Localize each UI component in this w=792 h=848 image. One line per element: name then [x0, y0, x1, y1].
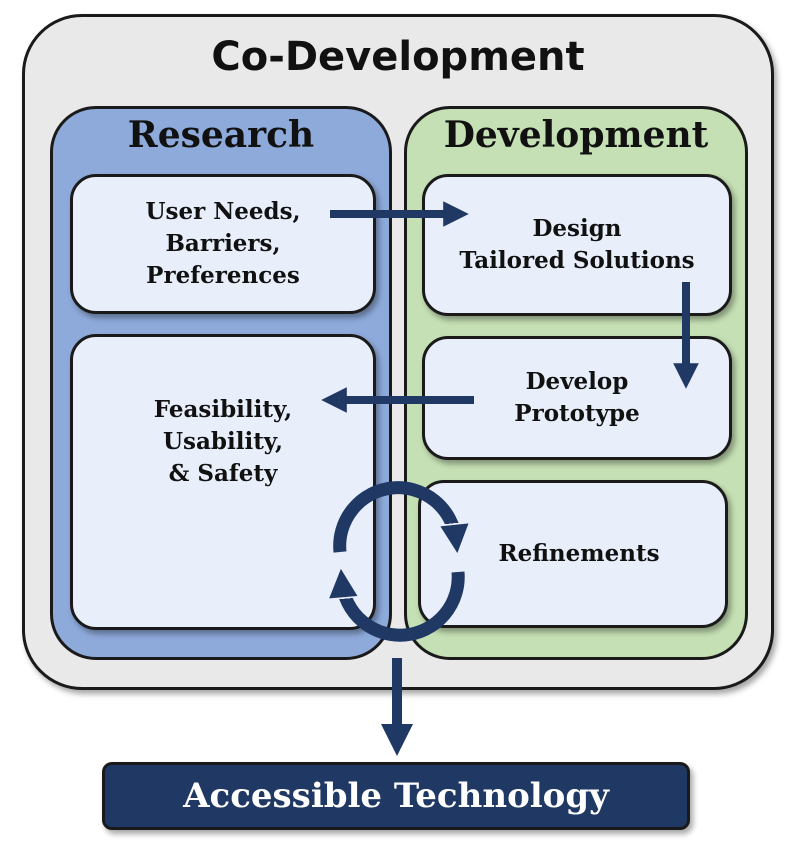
- co-development-title: Co-Development: [211, 34, 585, 80]
- prototype-label: Develop Prototype: [514, 367, 640, 427]
- accessible-technology-bar: Accessible Technology: [102, 762, 690, 830]
- cycle-arrow-bottom: [342, 572, 465, 642]
- design-box: Design Tailored Solutions: [422, 174, 732, 316]
- refinements-box: Refinements: [418, 480, 728, 628]
- user-needs-box: User Needs, Barriers, Preferences: [70, 174, 376, 314]
- cycle-arrow-top: [333, 481, 456, 552]
- development-title: Development: [443, 114, 709, 156]
- refinements-label: Refinements: [498, 539, 660, 567]
- prototype-box: Develop Prototype: [422, 336, 732, 460]
- user-needs-label: User Needs, Barriers, Preferences: [145, 197, 301, 290]
- design-label: Design Tailored Solutions: [459, 214, 695, 274]
- research-title: Research: [127, 114, 315, 156]
- feasibility-label: Feasibility, Usability, & Safety: [153, 395, 293, 488]
